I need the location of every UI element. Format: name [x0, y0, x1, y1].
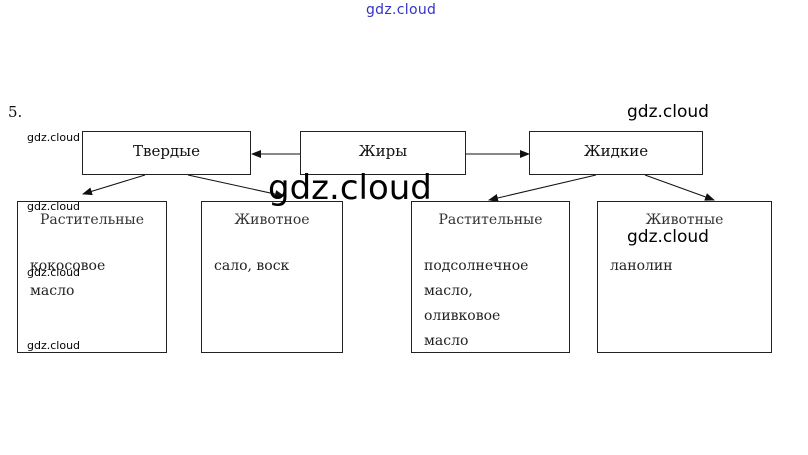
category-liquid-plant-box: Растительные подсолнечное масло, оливков… — [411, 201, 570, 353]
category-item: подсолнечное — [424, 258, 529, 274]
category-item: ланолин — [610, 258, 673, 274]
arrow-solid-to-animal — [187, 174, 285, 198]
watermark-top: gdz.cloud — [366, 2, 437, 18]
group-liquid-box: Жидкие — [529, 131, 703, 175]
category-item: сало, воск — [214, 258, 290, 274]
watermark-center: gdz.cloud — [268, 168, 432, 208]
arrow-liquid-to-animal — [644, 174, 715, 201]
category-solid-plant-items: кокосовое масло — [30, 254, 105, 304]
category-solid-plant-box: Растительные кокосовое масло — [17, 201, 167, 353]
group-solid-label: Твердые — [133, 142, 200, 160]
watermark-right-2: gdz.cloud — [627, 227, 709, 247]
category-item: масло, — [424, 283, 473, 299]
category-solid-plant-title: Растительные — [40, 212, 144, 228]
category-solid-animal-box: Животное сало, воск — [201, 201, 343, 353]
watermark-right-1: gdz.cloud — [627, 102, 709, 122]
watermark-small-2: gdz.cloud — [27, 200, 81, 213]
category-item: масло — [424, 333, 469, 349]
root-fats-box: Жиры — [300, 131, 466, 175]
group-solid-box: Твердые — [82, 131, 251, 175]
category-liquid-plant-items: подсолнечное масло, оливковое масло — [424, 254, 528, 354]
category-liquid-animal-title: Животные — [645, 212, 724, 228]
category-item: оливковое — [424, 308, 501, 324]
category-item: кокосовое — [30, 258, 106, 274]
watermark-small-4: gdz.cloud — [27, 339, 81, 352]
category-liquid-plant-title: Растительные — [438, 212, 543, 228]
group-liquid-label: Жидкие — [583, 142, 649, 160]
task-number: 5. — [8, 103, 23, 121]
category-liquid-animal-box: Животные ланолин — [597, 201, 772, 353]
category-solid-animal-title: Животное — [234, 212, 310, 228]
watermark-small-1: gdz.cloud — [27, 131, 81, 144]
category-liquid-animal-items: ланолин — [610, 254, 673, 279]
watermark-small-3: gdz.cloud — [27, 266, 81, 279]
category-item: масло — [30, 283, 75, 299]
root-fats-label: Жиры — [358, 142, 408, 160]
category-solid-animal-items: сало, воск — [214, 254, 289, 279]
arrow-solid-to-plant — [82, 174, 146, 196]
arrow-liquid-to-plant — [488, 174, 597, 202]
